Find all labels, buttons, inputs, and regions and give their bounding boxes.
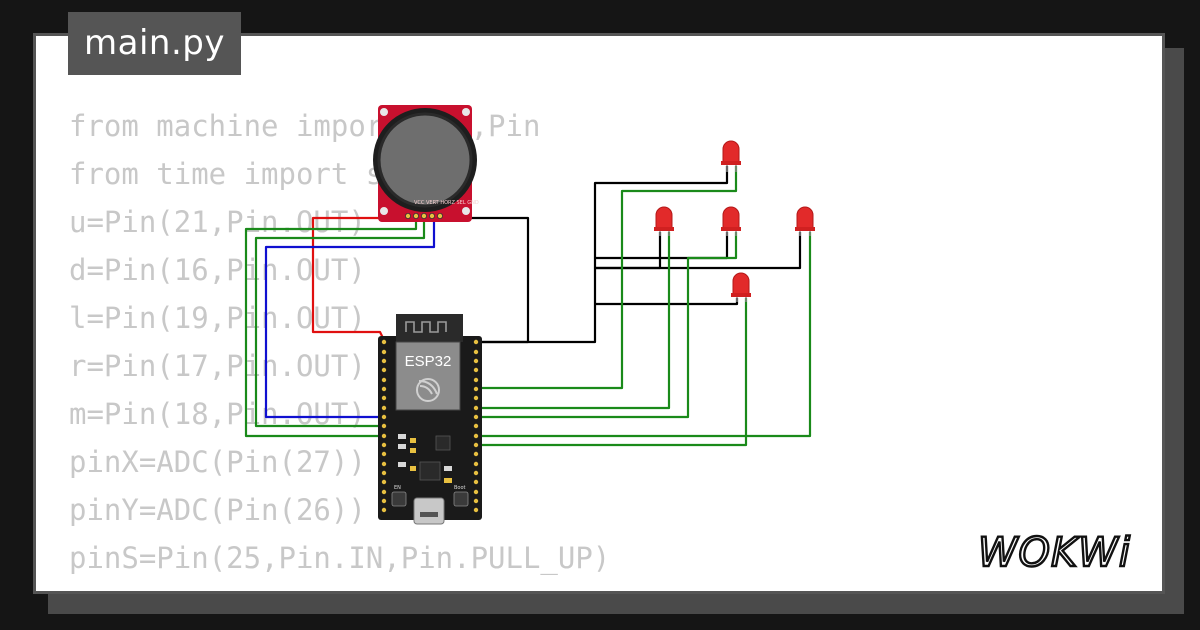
wires	[244, 166, 812, 447]
wire-black-led2	[595, 232, 662, 270]
code-line: r=Pin(17,Pin.OUT)	[69, 349, 366, 383]
esp32-board[interactable]: ESP32	[378, 314, 482, 525]
usb-port	[413, 497, 445, 525]
code-line: d=Pin(16,Pin.OUT)	[69, 253, 366, 287]
esp32-module-shield	[395, 341, 461, 411]
en-button[interactable]	[391, 491, 407, 507]
wire-green-vert	[244, 218, 418, 438]
led-5[interactable]	[731, 272, 751, 302]
code-line: pinY=ADC(Pin(26))	[69, 493, 366, 527]
usb-port-slot	[420, 512, 438, 517]
en-button-label: EN	[394, 485, 401, 491]
file-tab[interactable]: main.py	[68, 12, 241, 75]
joystick-pins	[404, 212, 443, 219]
code-line: l=Pin(19,Pin.OUT)	[69, 301, 366, 335]
boot-button-label: Boot	[454, 485, 466, 491]
espressif-logo-icon	[416, 378, 440, 402]
esp32-right-header	[473, 339, 479, 513]
led-3[interactable]	[721, 206, 741, 236]
led-2[interactable]	[654, 206, 674, 236]
wire-green-led4	[482, 232, 738, 419]
wokwi-logo: WOKWi	[977, 529, 1131, 576]
code-line: u=Pin(21,Pin.OUT)	[69, 205, 366, 239]
boot-button[interactable]	[453, 491, 469, 507]
wire-red-vcc	[311, 216, 408, 341]
mount-hole-icon	[462, 207, 470, 215]
wire-black-led3	[595, 232, 802, 270]
wire-green-led2	[482, 232, 671, 410]
wire-black-led5	[595, 298, 739, 306]
wire-green-led5	[482, 298, 748, 447]
wire-blue-sel	[264, 218, 436, 419]
wire-green-led3	[482, 232, 812, 438]
esp32-left-header	[381, 339, 387, 513]
code-line: pinS=Pin(25,Pin.IN,Pin.PULL_UP)	[69, 541, 611, 575]
led-1[interactable]	[721, 140, 741, 172]
joystick-pin-labels: VCC VERT HORZ SEL GND	[414, 200, 479, 206]
mount-hole-icon	[380, 108, 388, 116]
esp32-label: ESP32	[405, 353, 452, 370]
wokwi-logo-text: WOKWi	[978, 530, 1131, 576]
joystick-knob[interactable]	[377, 112, 473, 208]
antenna-trace-icon	[405, 321, 447, 333]
wire-green-horz	[254, 218, 426, 428]
mount-hole-icon	[462, 108, 470, 116]
code-line: pinX=ADC(Pin(27))	[69, 445, 366, 479]
wire-black-ground-bus	[482, 166, 729, 344]
led-4[interactable]	[795, 206, 815, 236]
esp32-components	[398, 434, 452, 483]
wire-green-led1	[482, 166, 738, 390]
joystick-module[interactable]: VCC VERT HORZ SEL GND	[373, 105, 479, 222]
mount-hole-icon	[380, 207, 388, 215]
